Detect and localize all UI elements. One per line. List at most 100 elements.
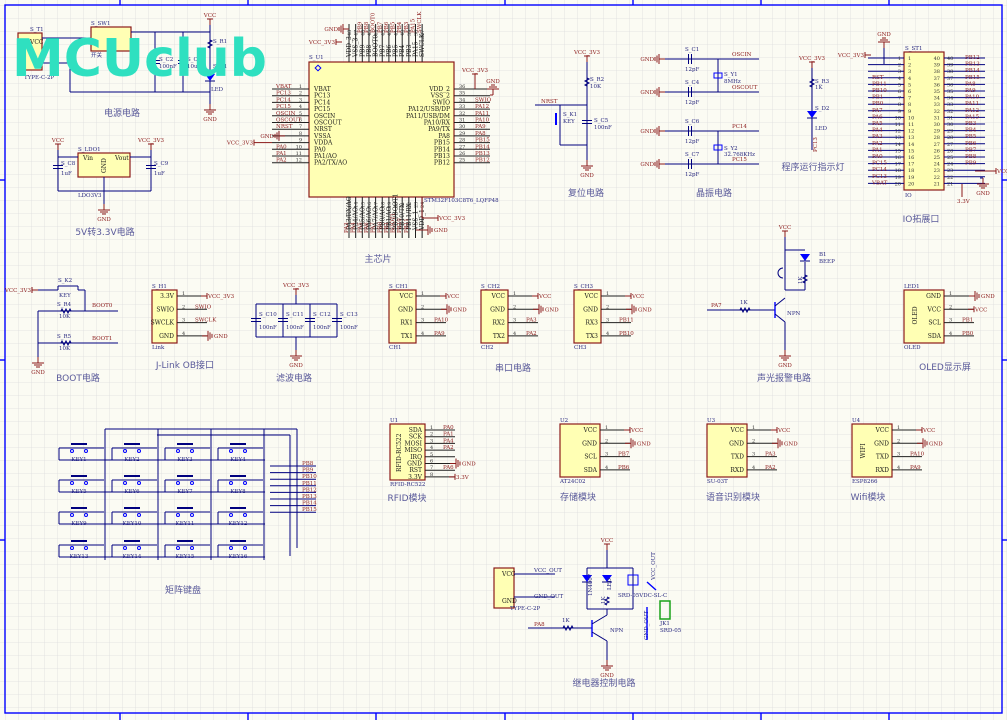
pin-number-inner: 24: [934, 162, 940, 168]
pin-number-inner: 3: [908, 69, 911, 75]
voice-body: [706, 423, 748, 478]
pin-number: 2: [897, 438, 900, 444]
net-label: PC15: [276, 104, 291, 110]
pin-name: IRQ: [410, 454, 422, 461]
net-label: PA0: [872, 154, 883, 160]
diode-icon: [582, 575, 592, 582]
pin-number: 47: [354, 30, 360, 36]
pin-number: 8: [299, 131, 302, 137]
pin-number: 2: [299, 91, 302, 97]
keypad-key-10[interactable]: [112, 506, 157, 526]
keypad-key-3[interactable]: [165, 442, 210, 462]
net-label: PB10: [872, 88, 887, 94]
part-storage: AT24C02: [559, 479, 586, 485]
pin-vin: Vin: [82, 155, 93, 162]
keypad-key-7[interactable]: [165, 474, 210, 494]
keypad-key-2[interactable]: [112, 442, 157, 462]
storage-body: [559, 423, 601, 478]
pin-number: 10: [895, 115, 901, 121]
keypad-key-5[interactable]: [59, 474, 104, 494]
val-b1: BEEP: [819, 259, 835, 265]
power-label: VCC: [600, 538, 613, 544]
part-ch1: CH1: [389, 345, 402, 351]
pin-number: 39: [947, 63, 953, 69]
resistor-icon: [739, 306, 751, 314]
led-icon: [602, 575, 612, 582]
keypad-key-11[interactable]: [165, 506, 210, 526]
net-label: PB0: [962, 331, 974, 337]
resistor-icon: [206, 39, 214, 49]
part-voice: SU-03T: [707, 479, 728, 485]
pin-name: MOSI: [404, 440, 422, 447]
ref-cap: S_C12: [313, 312, 331, 318]
pin-number: 3: [606, 318, 609, 324]
gnd-label: GND: [453, 307, 467, 313]
keypad-key-4[interactable]: [218, 442, 263, 462]
val-cap: 100nF: [259, 325, 277, 331]
pin-number: 30: [459, 124, 465, 130]
keypad-key-16[interactable]: [218, 539, 263, 559]
pin-name: PB0/AO: [379, 206, 386, 230]
section-title-reset: 复位电路: [568, 187, 604, 199]
pin-number: 8: [430, 472, 433, 478]
part-jlink: Link: [152, 345, 165, 351]
section-title-wifi: Wifi模块: [851, 491, 886, 503]
pin-gnd: GND: [502, 598, 517, 605]
pin-name: GND: [874, 440, 889, 447]
keypad-key-6[interactable]: [112, 474, 157, 494]
pin-number: 32: [947, 109, 953, 115]
pin-name: NRST: [314, 126, 332, 133]
gnd-label: GND: [877, 32, 891, 38]
power-label: VCC_3V3: [438, 216, 466, 222]
pin-number: 1: [182, 291, 185, 297]
keypad-key-1[interactable]: [59, 442, 104, 462]
keypad-key-13[interactable]: [59, 539, 104, 559]
keypad-key-12[interactable]: [218, 506, 263, 526]
net-3v3: 3.3V: [957, 199, 971, 205]
net-label: PA2: [872, 141, 883, 147]
pin-name: PB6: [386, 45, 393, 57]
key-button-icon: [177, 443, 193, 445]
pin-name: TXD: [731, 454, 744, 461]
net-label: PB14: [302, 501, 317, 507]
power-label: VCC: [203, 13, 216, 19]
pin-number: 7: [898, 96, 901, 102]
net-label: PB12: [965, 55, 980, 61]
pin-number: 6: [430, 459, 433, 465]
pin-number-inner: 14: [908, 142, 914, 148]
pin-number: 48: [347, 30, 353, 36]
pin-number: 8: [898, 102, 901, 108]
keypad-key-15[interactable]: [165, 539, 210, 559]
wire: [591, 631, 608, 642]
pin-number-inner: 5: [908, 82, 911, 88]
pin-number: 29: [947, 129, 953, 135]
pin-number: 2: [949, 304, 952, 310]
crystal-circuit: GNDS_C112pFOSCINGNDS_C412pFOSCOUTGNDS_C6…: [640, 47, 759, 199]
pin-number: 26: [459, 151, 465, 157]
net-gnd-out: GND_OUT: [534, 594, 564, 600]
section-title-led: 程序运行指示灯: [781, 161, 844, 173]
pin-name: VCC: [926, 306, 941, 313]
net-label: PA1: [872, 147, 883, 153]
keypad-key-9[interactable]: [59, 506, 104, 526]
resistor-icon: [808, 78, 816, 88]
pin-name: GND: [582, 440, 597, 447]
keypad-key-8[interactable]: [218, 474, 263, 494]
net-label: PB4: [965, 128, 977, 134]
pin-number: 14: [354, 202, 360, 208]
keypad-key-14[interactable]: [112, 539, 157, 559]
ref-cap: S_C4: [685, 80, 700, 86]
key-button-icon: [124, 443, 140, 445]
gnd-label: GND: [97, 217, 111, 223]
val-r: 1K: [740, 300, 748, 306]
key-contact: [176, 546, 180, 550]
net-label: VBAT: [871, 180, 888, 186]
io-header-body: [903, 51, 945, 191]
key-contact: [123, 481, 127, 485]
pin-name: RX2: [492, 320, 505, 327]
key-contact: [70, 449, 74, 453]
pin-name: VBAT: [313, 86, 331, 93]
